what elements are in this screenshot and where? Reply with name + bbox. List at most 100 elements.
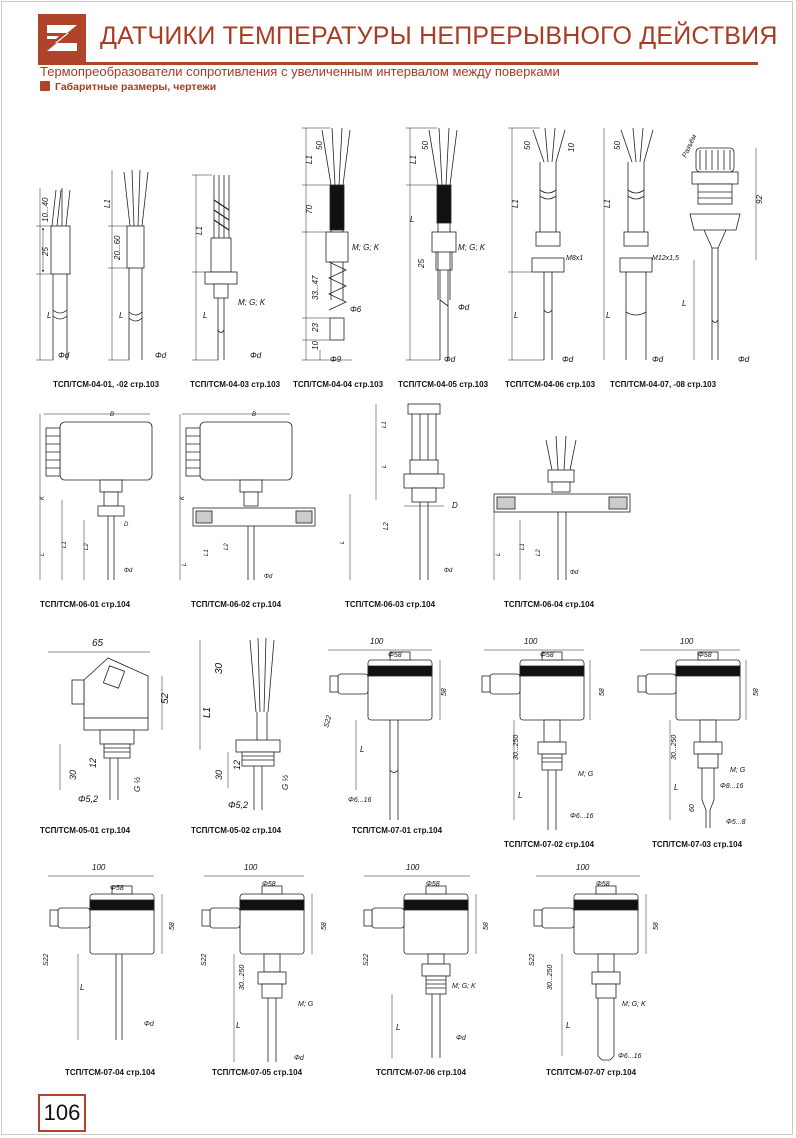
page-title: ДАТЧИКИ ТЕМПЕРАТУРЫ НЕПРЕРЫВНОГО ДЕЙСТВИ… xyxy=(100,22,778,50)
section-heading-text: Габаритные размеры, чертежи xyxy=(55,81,217,93)
section-heading: Габаритные размеры, чертежи xyxy=(40,81,216,93)
dim-label: L xyxy=(566,1021,570,1030)
dim-label: L xyxy=(396,1023,400,1032)
dim-label: K xyxy=(40,495,46,500)
title-rule xyxy=(38,62,758,65)
caption-05-01: ТСП/ТСМ-05-01 стр.104 xyxy=(40,826,131,835)
drawing-07-07 xyxy=(533,875,647,1061)
drawing-04-07 xyxy=(603,127,654,360)
dim-label: L xyxy=(340,541,346,544)
dim-label: L xyxy=(382,465,388,468)
dim-label: 100 xyxy=(370,637,384,646)
dim-label: M; G xyxy=(730,767,746,774)
dim-label: 100 xyxy=(244,863,258,872)
dim-label: L xyxy=(682,299,686,308)
dim-label: M; G xyxy=(298,1001,314,1008)
dim-label: G ½ xyxy=(281,775,290,790)
dim-label: L1 xyxy=(305,155,314,164)
dim-label: 58 xyxy=(169,922,176,930)
caption-04-07: ТСП/ТСМ-04-07, -08 стр.103 xyxy=(610,380,717,389)
dim-label: S22 xyxy=(529,953,536,966)
dim-label: Φ9 xyxy=(330,355,342,364)
caption-06-03: ТСП/ТСМ-06-03 стр.104 xyxy=(345,600,436,609)
dim-label: K xyxy=(180,495,186,500)
dim-label: B xyxy=(252,412,256,418)
dim-label: Φd xyxy=(652,355,664,364)
dim-label: 65 xyxy=(92,638,104,649)
dim-label: D xyxy=(124,522,129,528)
caption-04-04: ТСП/ТСМ-04-04 стр.103 xyxy=(293,380,384,389)
dim-label: 23 xyxy=(311,323,320,333)
dim-label: 30 xyxy=(68,770,78,780)
dim-label: Φ58 xyxy=(698,652,712,659)
dim-label: Φd xyxy=(124,568,133,574)
drawing-07-04 xyxy=(48,875,163,1040)
drawing-07-02 xyxy=(481,649,591,830)
dim-label: 92 xyxy=(755,195,764,204)
dim-label: 30 xyxy=(214,662,225,674)
drawing-07-06 xyxy=(363,875,477,1058)
dim-label: 70 xyxy=(305,205,314,214)
dim-label: M; G; K xyxy=(238,298,266,307)
dim-label: Φd xyxy=(58,351,70,360)
dim-label: L1 xyxy=(382,421,388,428)
dim-label: L2 xyxy=(536,549,542,556)
dim-label: M; G; K xyxy=(352,243,380,252)
caption-07-01: ТСП/ТСМ-07-01 стр.104 xyxy=(352,826,443,835)
dim-label: L xyxy=(410,215,414,224)
dim-label: L xyxy=(119,311,123,320)
dim-label: Φd xyxy=(458,303,470,312)
dim-label: L1 xyxy=(202,707,213,718)
dim-label: L1 xyxy=(511,199,520,208)
dim-label: Φd xyxy=(294,1055,305,1062)
dim-label: L2 xyxy=(84,543,90,550)
dim-label: L xyxy=(496,553,502,556)
dim-label: 58 xyxy=(599,688,606,696)
dim-label: 50 xyxy=(315,141,324,150)
drawing-04-08 xyxy=(689,147,757,360)
dim-label: L xyxy=(360,745,364,754)
dim-label: Φ58 xyxy=(262,881,276,888)
dim-label: 10 xyxy=(311,341,320,350)
page-number: 106 xyxy=(38,1094,86,1132)
dim-label: Φ6...16 xyxy=(570,813,593,820)
caption-07-02: ТСП/ТСМ-07-02 стр.104 xyxy=(504,840,595,849)
drawing-05-02 xyxy=(199,637,281,810)
dim-label: L xyxy=(182,563,188,566)
dim-label: 50 xyxy=(613,141,622,150)
dim-label: 58 xyxy=(321,922,328,930)
dim-label: L xyxy=(47,311,51,320)
dim-label: 10 xyxy=(567,143,576,152)
dim-label: L xyxy=(606,311,610,320)
dim-label: Φd xyxy=(144,1021,155,1028)
dim-label: 58 xyxy=(653,922,660,930)
dim-label: Φ58 xyxy=(596,881,610,888)
dim-label: Φ58 xyxy=(388,652,402,659)
dim-label: Φ58 xyxy=(110,885,124,892)
dim-label: L xyxy=(236,1021,240,1030)
dim-label: M12x1,5 xyxy=(652,255,679,262)
dim-label: L1 xyxy=(603,199,612,208)
company-logo xyxy=(38,14,86,62)
dim-label: 58 xyxy=(753,688,760,696)
dim-label: S22 xyxy=(43,953,50,966)
drawing-04-02 xyxy=(108,169,149,361)
dim-label: 50 xyxy=(421,141,430,150)
drawing-04-04 xyxy=(302,127,352,361)
dim-label: 100 xyxy=(680,637,694,646)
dim-label: 100 xyxy=(92,863,106,872)
caption-06-04: ТСП/ТСМ-06-04 стр.104 xyxy=(504,600,595,609)
page-subtitle: Термопреобразователи сопротивления с уве… xyxy=(40,64,560,79)
dim-label: L xyxy=(80,983,84,992)
dim-label: 60 xyxy=(689,804,696,812)
dim-label: Φd xyxy=(250,351,262,360)
dim-label: 12 xyxy=(88,758,98,768)
drawing-04-05 xyxy=(406,127,458,361)
caption-04-06: ТСП/ТСМ-04-06 стр.103 xyxy=(505,380,596,389)
dim-label: 25 xyxy=(41,247,50,257)
dim-label: L xyxy=(203,311,207,320)
caption-04-03: ТСП/ТСМ-04-03 стр.103 xyxy=(190,380,281,389)
drawing-07-05 xyxy=(201,875,313,1062)
